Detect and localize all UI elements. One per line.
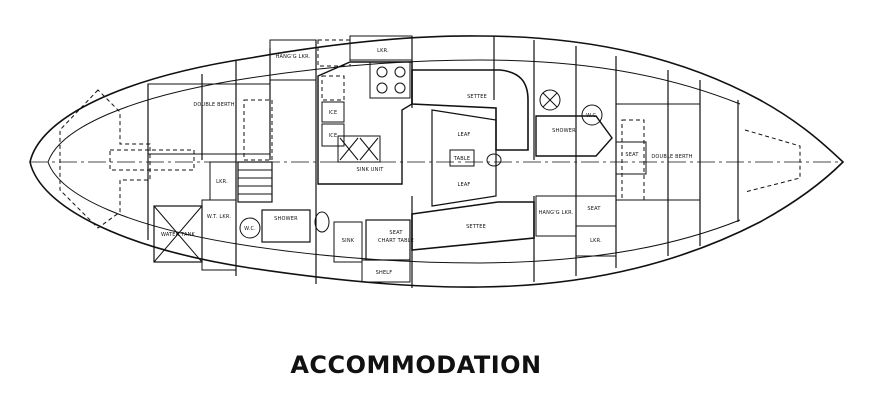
label-shower-2: SHOWER — [274, 216, 298, 222]
hanging-locker-1-box — [269, 39, 317, 81]
fwd-heads-shower — [535, 115, 613, 157]
settee-stbd — [411, 201, 535, 251]
locker-top-dashed — [317, 39, 351, 67]
ice-box-2 — [321, 123, 345, 147]
label-locker-mid: LKR. — [216, 179, 228, 185]
label-hanging-locker-2: HANG'G LKR. — [539, 210, 574, 216]
locker-top-box — [349, 35, 413, 61]
fwd-berth-dashed-2 — [243, 99, 273, 161]
label-locker-top: LKR. — [377, 48, 389, 54]
hull-outline — [29, 35, 845, 288]
hanging-locker-2-box — [535, 195, 577, 237]
label-leaf-2: LEAF — [457, 182, 470, 188]
seat-3-box — [333, 221, 363, 263]
wc-1-bowl — [581, 104, 603, 126]
bow-dashed-berth — [59, 89, 151, 229]
label-wc-2: W.C. — [244, 226, 256, 232]
label-wc-1: W.C. — [586, 113, 598, 119]
label-seat-2: SEAT — [587, 206, 601, 212]
label-settee-stbd: SETTEE — [466, 224, 486, 230]
label-hanging-locker-1: HANG'G LKR. — [276, 54, 311, 60]
galley-dashed — [321, 75, 345, 101]
label-shelf: SHELF — [376, 270, 393, 276]
label-locker-aft: LKR. — [590, 238, 602, 244]
aft-seat-box — [615, 141, 647, 175]
stove-burner-4 — [394, 82, 406, 94]
aft-berth-dashed — [621, 119, 645, 201]
fwd-berth-dashed — [109, 149, 195, 171]
mast-step — [486, 153, 502, 167]
label-ice-1: ICE — [329, 110, 338, 116]
label-shower-1: SHOWER — [552, 128, 576, 134]
stove-burner-3 — [376, 82, 388, 94]
label-chart-table: CHART TABLE — [378, 238, 414, 244]
label-sink: SINK — [342, 238, 355, 244]
stove-box — [369, 61, 411, 99]
locker-aft-box — [575, 225, 617, 257]
label-sink-unit: SINK UNIT — [357, 167, 385, 173]
label-wt-locker: W.T. LKR. — [207, 214, 232, 220]
galley-outline — [317, 61, 413, 185]
wash-basin — [539, 89, 561, 111]
locker-mid-box — [209, 161, 237, 201]
companionway-stairs — [237, 161, 273, 203]
aft-shower-box — [261, 209, 311, 243]
label-double-berth-fwd: DOUBLE BERTH — [193, 102, 234, 108]
table-center — [449, 149, 475, 167]
table-outline — [431, 109, 497, 207]
label-leaf-1: LEAF — [457, 132, 470, 138]
label-seat-3: SEAT — [389, 230, 403, 236]
wc-2-bowl — [239, 217, 261, 239]
stern-dashed-shape — [744, 129, 801, 193]
label-settee-port: SETTEE — [467, 94, 487, 100]
settee-port — [411, 69, 529, 151]
fwd-double-berth — [147, 83, 271, 155]
ice-box-1 — [321, 101, 345, 123]
label-water-tank: WATER TANK — [161, 232, 196, 238]
label-table: TABLE — [453, 156, 470, 162]
diagram-title: ACCOMMODATION — [290, 351, 541, 379]
shelf-box — [361, 259, 411, 283]
stove-burner-1 — [376, 66, 388, 78]
stove-burner-2 — [394, 66, 406, 78]
sink-unit-box — [337, 135, 381, 163]
label-ice-2: ICE — [329, 133, 338, 139]
label-double-berth-aft: DOUBLE BERTH — [651, 154, 692, 160]
label-seat-1: SEAT — [625, 152, 639, 158]
aft-sink-basin — [314, 211, 330, 233]
